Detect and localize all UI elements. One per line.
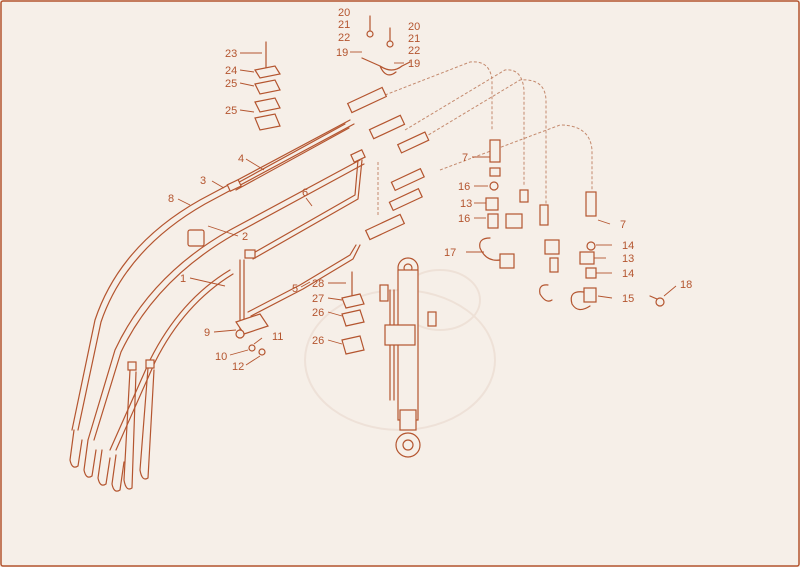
callout-24: 24 (225, 65, 237, 77)
hydraulic-cylinder (379, 257, 437, 458)
pipe-ends (69, 359, 155, 492)
clamp-stack-top (254, 41, 281, 131)
hose-bundle (71, 119, 365, 451)
callout-19-right: 19 (408, 58, 420, 70)
callout-5: 5 (292, 283, 298, 295)
callout-labels: 1 2 3 4 5 6 7 7 8 9 10 11 12 13 13 14 14… (168, 7, 692, 373)
callout-25-top: 25 (225, 78, 237, 90)
rigid-pipes (231, 123, 363, 336)
callout-14-bottom: 14 (622, 268, 634, 280)
hose-fittings (226, 86, 430, 259)
callout-7-left: 7 (462, 152, 468, 164)
callout-17: 17 (444, 247, 456, 259)
clamp-stack-bottom (341, 271, 365, 355)
callout-1: 1 (180, 273, 186, 285)
leader-lines (177, 51, 677, 366)
callout-7-right: 7 (620, 219, 626, 231)
callout-25-bottom: 25 (225, 105, 237, 117)
callout-8: 8 (168, 193, 174, 205)
callout-4: 4 (238, 153, 244, 165)
callout-12: 12 (232, 361, 244, 373)
callout-18: 18 (680, 279, 692, 291)
callout-27: 27 (312, 293, 324, 305)
dashed-hoses (377, 61, 593, 215)
bracket-assembly (361, 15, 411, 76)
callout-22-right: 22 (408, 45, 420, 57)
callout-20-right: 20 (408, 21, 420, 33)
callout-28: 28 (312, 278, 324, 290)
right-fittings (479, 139, 665, 311)
callout-19-left: 19 (336, 47, 348, 59)
callout-23: 23 (225, 48, 237, 60)
valve-block (187, 229, 269, 356)
callout-21-left: 21 (338, 19, 350, 31)
callout-6: 6 (302, 187, 308, 199)
callout-10: 10 (215, 351, 227, 363)
callout-13-right: 13 (622, 253, 634, 265)
callout-20-left: 20 (338, 7, 350, 19)
callout-26-bottom: 26 (312, 335, 324, 347)
callout-9: 9 (204, 327, 210, 339)
callout-11: 11 (272, 331, 283, 343)
callout-14-top: 14 (622, 240, 634, 252)
callout-16-bottom: 16 (458, 213, 470, 225)
callout-16-top: 16 (458, 181, 470, 193)
callout-22-left: 22 (338, 32, 350, 44)
callout-2: 2 (242, 231, 248, 243)
callout-15: 15 (622, 293, 634, 305)
callout-26-top: 26 (312, 307, 324, 319)
callout-21-right: 21 (408, 33, 420, 45)
callout-13-left: 13 (460, 198, 472, 210)
callout-3: 3 (200, 175, 206, 187)
